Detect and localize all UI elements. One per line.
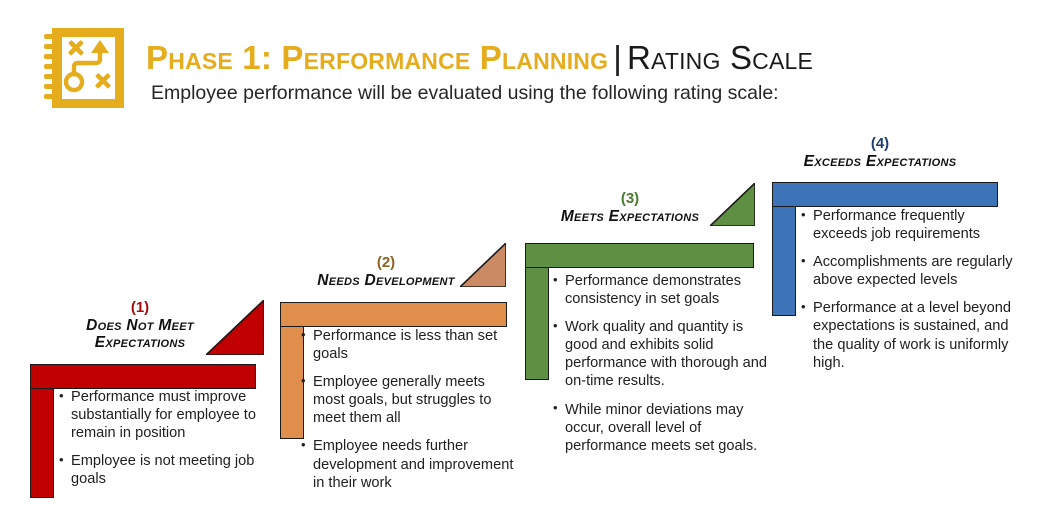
level-2-bullet-list: Performance is less than set goals Emplo… (300, 326, 516, 502)
level-1-number: (1) (130, 299, 150, 316)
level-1-heading: (1) Does Not Meet Expectations (40, 299, 240, 352)
level-4-bracket-top (772, 182, 998, 207)
level-4-bullet-list: Performance frequently exceeds job requi… (800, 206, 1018, 382)
level-1-triangle (203, 298, 265, 356)
level-4-name: Exceeds Expectations (803, 152, 957, 170)
level-3-bullet-list: Performance demonstrates consistency in … (552, 271, 769, 465)
level-3-bracket-top (525, 243, 754, 268)
level-4-heading: (4) Exceeds Expectations (782, 135, 978, 170)
page-subtitle: Employee performance will be evaluated u… (151, 81, 779, 104)
page-title-phase: Phase 1: Performance Planning (146, 39, 609, 76)
level-3-number: (3) (620, 190, 640, 207)
list-item: While minor deviations may occur, overal… (552, 400, 769, 455)
list-item: Work quality and quantity is good and ex… (552, 318, 769, 390)
level-3-heading: (3) Meets Expectations (532, 190, 728, 225)
level-2-triangle (458, 241, 507, 288)
list-item: Employee needs further development and i… (300, 437, 516, 491)
level-1-bracket-top (30, 364, 256, 389)
list-item: Performance must improve substantially f… (58, 387, 264, 442)
strategy-playbook-icon (38, 22, 130, 114)
page-title: Phase 1: Performance Planning|Rating Sca… (146, 40, 1026, 76)
level-2-heading: (2) Needs Development (288, 254, 484, 289)
level-4-number: (4) (870, 135, 890, 152)
page-title-rating: Rating Scale (626, 39, 814, 76)
list-item: Employee generally meets most goals, but… (300, 373, 516, 427)
list-item: Accomplishments are regularly above expe… (800, 253, 1018, 289)
list-item: Employee is not meeting job goals (58, 452, 264, 488)
level-3-name: Meets Expectations (560, 207, 700, 225)
level-1-bullet-list: Performance must improve substantially f… (58, 387, 264, 498)
page-title-divider: | (613, 39, 622, 76)
level-2-bracket-top (280, 302, 507, 327)
level-3-triangle (708, 181, 756, 227)
list-item: Performance is less than set goals (300, 326, 516, 363)
header-title-block: Phase 1: Performance Planning|Rating Sca… (146, 40, 1026, 105)
list-item: Performance frequently exceeds job requi… (800, 206, 1018, 243)
level-2-number: (2) (376, 254, 396, 271)
level-2-name: Needs Development (317, 271, 455, 289)
level-1-name: Does Not Meet Expectations (86, 316, 194, 352)
list-item: Performance demonstrates consistency in … (552, 271, 769, 308)
list-item: Performance at a level beyond expectatio… (800, 299, 1018, 371)
